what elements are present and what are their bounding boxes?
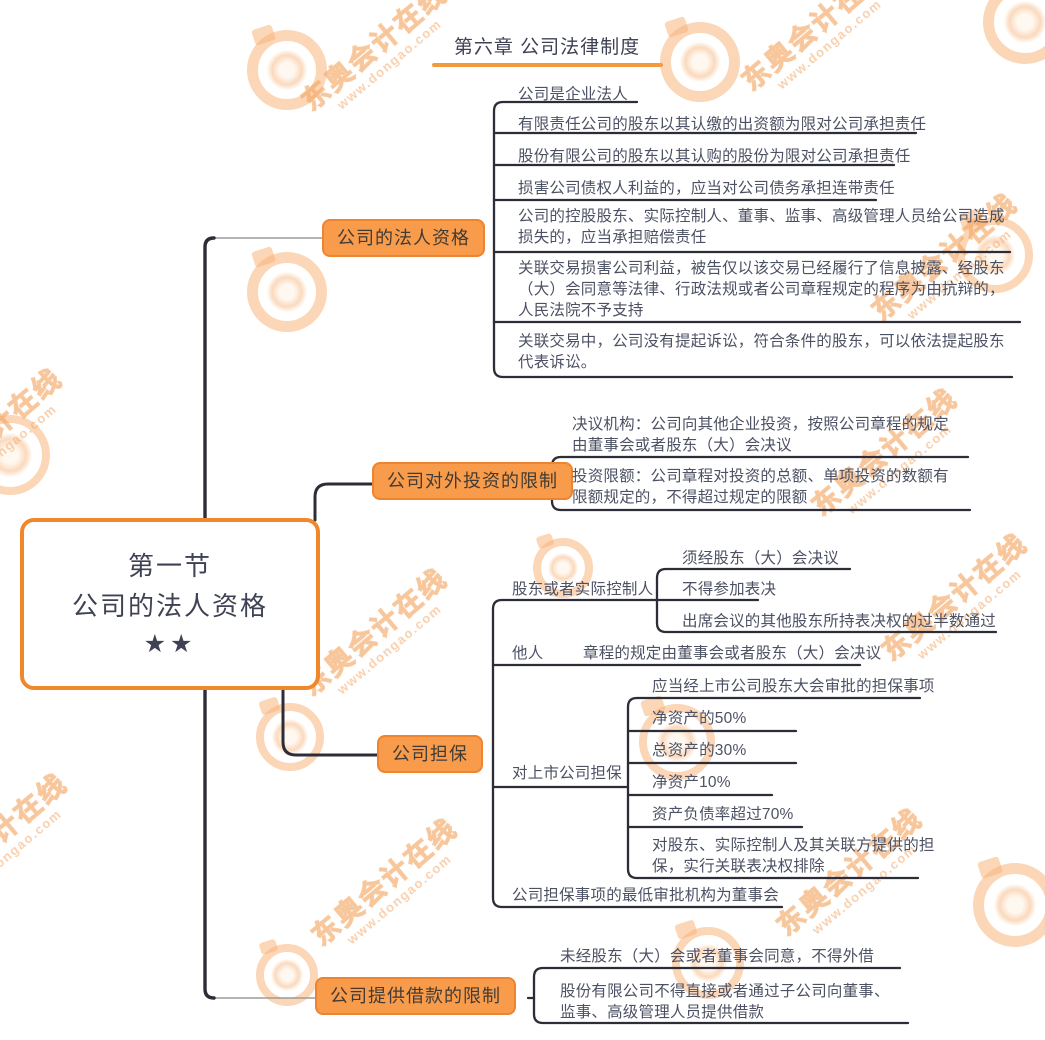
dongao-logo-icon: [957, 217, 1033, 293]
leaf-node[interactable]: 股份有限公司不得直接或者通过子公司向董事、监事、高级管理人员提供借款: [560, 983, 890, 1021]
leaf-node[interactable]: 公司的控股股东、实际控制人、董事、监事、高级管理人员给公司造成损失的，应当承担赔…: [518, 208, 1005, 246]
leaf-node[interactable]: 净资产的50%: [652, 710, 747, 727]
leaf-node[interactable]: 股份有限公司的股东以其认购的股份为限对公司承担责任: [518, 148, 911, 165]
sub-branch-label[interactable]: 股东或者实际控制人: [512, 581, 654, 598]
leaf-node[interactable]: 公司担保事项的最低审批机构为董事会: [512, 887, 779, 904]
dongao-logo-icon: [660, 22, 740, 102]
branch-node-investment-limit[interactable]: 公司对外投资的限制: [372, 462, 573, 500]
chapter-title: 第六章 公司法律制度: [453, 37, 641, 58]
leaf-node[interactable]: 净资产10%: [652, 774, 731, 791]
leaf-node[interactable]: 损害公司债权人利益的，应当对公司债务承担连带责任: [518, 180, 895, 197]
leaf-node[interactable]: 章程的规定由董事会或者股东（大）会决议: [583, 645, 882, 662]
root-node[interactable]: 第一节 公司的法人资格 ★★: [20, 518, 320, 690]
leaf-node[interactable]: 关联交易损害公司利益，被告仅以该交易已经履行了信息披露、经股东（大）会同意等法律…: [518, 260, 1005, 319]
root-line2: 公司的法人资格: [71, 591, 268, 621]
branch-node-legal-person[interactable]: 公司的法人资格: [322, 219, 485, 257]
dongao-logo-icon: [533, 538, 593, 598]
root-line1: 第一节: [127, 551, 212, 581]
leaf-node[interactable]: 未经股东（大）会或者董事会同意，不得外借: [560, 948, 875, 965]
leaf-node[interactable]: 投资限额：公司章程对投资的总额、单项投资的数额有限额规定的，不得超过规定的限额: [572, 468, 949, 506]
dongao-logo-icon: [0, 415, 50, 495]
leaf-node[interactable]: 有限责任公司的股东以其认缴的出资额为限对公司承担责任: [518, 116, 927, 133]
dongao-logo-icon: [672, 927, 744, 999]
dongao-logo-icon: [983, 0, 1045, 64]
dongao-logo-icon: [639, 704, 715, 780]
branch-node-guarantee[interactable]: 公司担保: [377, 735, 483, 773]
leaf-node[interactable]: 须经股东（大）会决议: [682, 550, 840, 567]
leaf-node[interactable]: 出席会议的其他股东所持表决权的过半数通过: [682, 613, 997, 630]
dongao-logo-icon: [256, 703, 324, 771]
leaf-node[interactable]: 关联交易中，公司没有提起诉讼，符合条件的股东，可以依法提起股东代表诉讼。: [518, 333, 1005, 371]
root-stars: ★★: [143, 630, 197, 658]
dongao-logo-icon: [247, 252, 327, 332]
leaf-node[interactable]: 资产负债率超过70%: [652, 806, 794, 823]
sub-branch-label[interactable]: 对上市公司担保: [512, 765, 622, 782]
leaf-node[interactable]: 应当经上市公司股东大会审批的担保事项: [652, 678, 935, 695]
leaf-node[interactable]: 对股东、实际控制人及其关联方提供的担保，实行关联表决权排除: [652, 837, 935, 875]
leaf-node[interactable]: 总资产的30%: [652, 742, 747, 759]
title-underline: [432, 63, 663, 67]
leaf-node[interactable]: 公司是企业法人: [518, 86, 628, 103]
dongao-logo-icon: [973, 863, 1045, 947]
dongao-logo-icon: [256, 944, 318, 1006]
dongao-logo-icon: [247, 30, 327, 110]
leaf-node[interactable]: 不得参加表决: [682, 581, 777, 598]
branch-node-loan-limit[interactable]: 公司提供借款的限制: [315, 977, 516, 1015]
sub-branch-label[interactable]: 他人: [512, 645, 544, 662]
leaf-node[interactable]: 决议机构：公司向其他企业投资，按照公司章程的规定由董事会或者股东（大）会决议: [572, 416, 949, 454]
